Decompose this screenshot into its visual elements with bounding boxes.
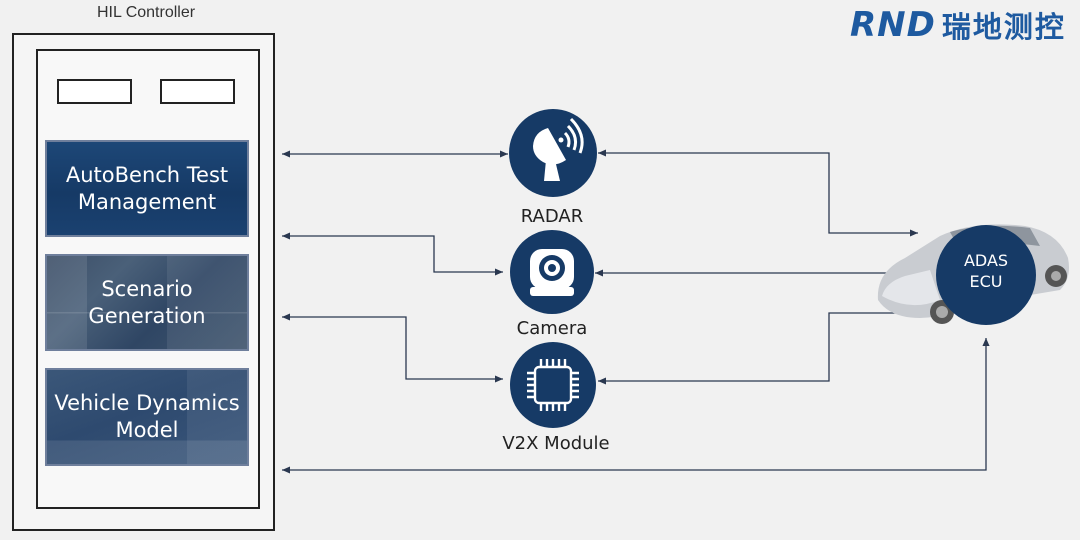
ecu-node (936, 225, 1036, 325)
chip-icon (527, 359, 579, 411)
logo-mark: RND (850, 5, 936, 45)
link-controller-ecu (282, 338, 990, 474)
radar-dish-icon (533, 117, 584, 181)
module-scenario-generation: Scenario Generation (45, 254, 249, 351)
module-label: Scenario Generation (88, 276, 206, 328)
camera-icon (530, 249, 574, 296)
camera-node (510, 230, 594, 314)
link-radar-ecu (598, 149, 918, 237)
v2x-node (510, 342, 596, 428)
module-vehicle-dynamics-model: Vehicle Dynamics Model (45, 368, 249, 466)
adas-ecu-label: ADAS ECU (963, 251, 1009, 291)
controller-slot-left (57, 79, 132, 104)
radar-label: RADAR (520, 206, 584, 227)
module-label: AutoBench Test Management (65, 162, 229, 214)
controller-slot-right (160, 79, 235, 104)
v2x-module-label: V2X Module (502, 433, 610, 454)
company-logo: RND 瑞地测控 (850, 4, 1066, 46)
link-v2x-ecu (598, 309, 920, 385)
link-controller-camera (282, 232, 503, 276)
camera-label: Camera (516, 318, 588, 339)
radar-node (509, 109, 597, 197)
logo-text: 瑞地测控 (941, 10, 1066, 44)
module-label: Vehicle Dynamics Model (54, 391, 240, 442)
controller-title: HIL Controller (96, 4, 196, 21)
module-autobench-test-management: AutoBench Test Management (45, 140, 249, 237)
link-controller-v2x (282, 313, 503, 383)
